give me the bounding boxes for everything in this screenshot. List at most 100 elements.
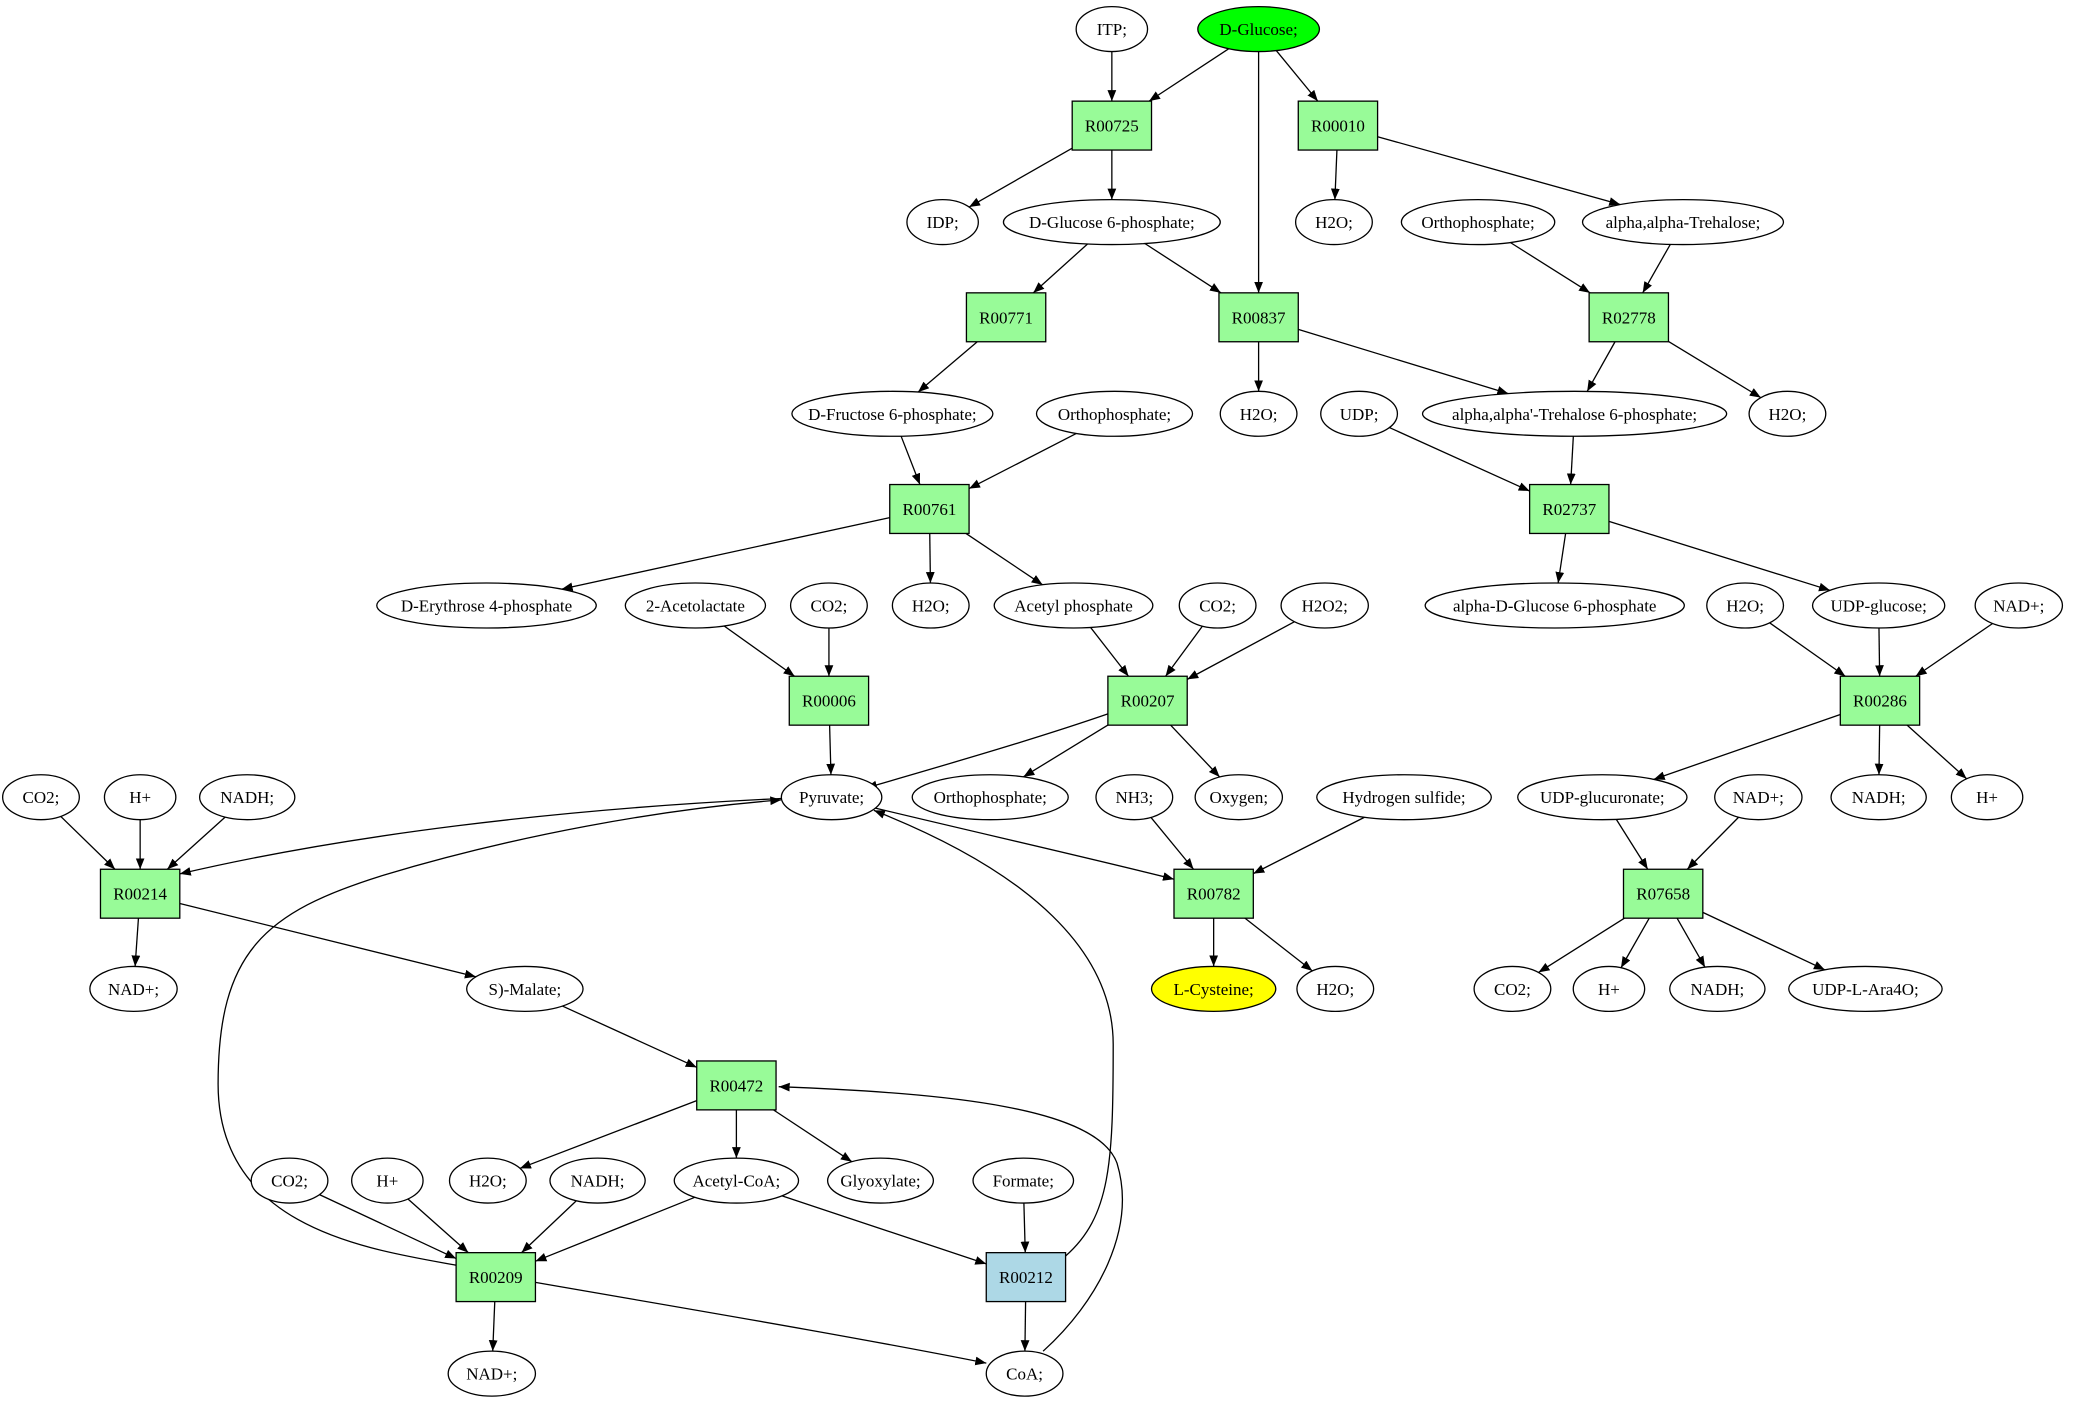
node-label: H2O; [1316,980,1354,999]
compound-node-nadh_b[interactable]: NADH; [1830,774,1927,821]
compound-node-pyr[interactable]: Pyruvate; [780,774,883,821]
compound-node-pi_b[interactable]: Orthophosphate; [1035,390,1194,437]
compound-node-dglc[interactable]: D-Glucose; [1197,5,1321,53]
reaction-node-r02778[interactable]: R02778 [1588,292,1670,343]
compound-node-tre[interactable]: alpha,alpha-Trehalose; [1581,198,1785,246]
node-label: R00010 [1311,117,1365,136]
node-label: H+ [129,788,151,807]
compound-node-h2s[interactable]: Hydrogen sulfide; [1316,774,1492,821]
reaction-node-r00782[interactable]: R00782 [1173,868,1254,919]
compound-node-nadh_d[interactable]: NADH; [549,1157,646,1204]
compound-node-ag6p[interactable]: alpha-D-Glucose 6-phosphate [1424,582,1685,629]
compound-ellipse [351,1157,424,1204]
edge-r00771-f6p [917,341,978,393]
reaction-node-r00212[interactable]: R00212 [985,1252,1067,1303]
compound-node-o2[interactable]: Oxygen; [1194,774,1284,821]
compound-node-hp_c[interactable]: H+ [1572,965,1646,1013]
reaction-node-r00209[interactable]: R00209 [455,1252,537,1303]
reaction-node-r00472[interactable]: R00472 [696,1060,777,1111]
compound-node-nadp_d[interactable]: NAD+; [447,1350,537,1397]
compound-node-pi_c[interactable]: Orthophosphate; [911,774,1069,821]
node-label: ITP; [1097,20,1127,39]
reaction-node-r00214[interactable]: R00214 [99,868,181,919]
compound-node-f6p[interactable]: D-Fructose 6-phosphate; [791,390,994,437]
compound-node-fmt[interactable]: Formate; [972,1157,1075,1204]
compound-node-co2_d[interactable]: CO2; [1473,965,1552,1013]
node-label: R00286 [1853,692,1907,711]
compound-ellipse [89,965,178,1013]
compound-node-nadh_a[interactable]: NADH; [198,774,296,821]
compound-node-g6p[interactable]: D-Glucose 6-phosphate; [1002,198,1221,246]
reaction-node-r00207[interactable]: R00207 [1107,675,1188,726]
node-label: R07658 [1636,885,1690,904]
compound-node-udpgluc[interactable]: UDP-glucuronate; [1517,774,1688,821]
node-label: H2O; [469,1172,507,1191]
compound-node-h2o_f[interactable]: H2O; [1296,965,1375,1013]
reaction-node-r00286[interactable]: R00286 [1839,675,1921,726]
reaction-node-r00837[interactable]: R00837 [1218,292,1299,343]
reaction-node-r00761[interactable]: R00761 [889,483,970,535]
compound-node-nadh_c[interactable]: NADH; [1669,965,1766,1013]
compound-ellipse [791,390,994,437]
reaction-node-r00006[interactable]: R00006 [788,675,870,726]
compound-node-co2_a[interactable]: CO2; [789,582,868,629]
compound-node-h2o_a[interactable]: H2O; [1294,198,1373,246]
compound-node-co2_c[interactable]: CO2; [1,774,80,821]
compound-ellipse [1517,774,1688,821]
compound-node-udpg[interactable]: UDP-glucose; [1811,582,1946,629]
reaction-node-r00010[interactable]: R00010 [1297,100,1379,151]
compound-node-mal[interactable]: S)-Malate; [466,965,584,1013]
compound-ellipse [673,1157,800,1204]
edge-g6p-r00837 [1144,242,1222,294]
compound-ellipse [448,1157,527,1204]
node-label: alpha,alpha-Trehalose; [1606,213,1761,232]
compound-ellipse [1950,774,2024,821]
reaction-box [1297,100,1379,151]
compound-ellipse [466,965,584,1013]
reaction-node-r07658[interactable]: R07658 [1622,868,1704,919]
compound-node-h2o_d[interactable]: H2O; [891,582,970,629]
compound-node-h2o_c[interactable]: H2O; [1748,390,1827,437]
compound-node-pi_a[interactable]: Orthophosphate; [1400,198,1556,246]
compound-node-h2o_g[interactable]: H2O; [448,1157,527,1204]
compound-node-udpara[interactable]: UDP-L-Ara4O; [1788,965,1943,1013]
compound-node-idp[interactable]: IDP; [906,198,979,246]
reaction-node-r00725[interactable]: R00725 [1071,100,1153,151]
compound-node-glx[interactable]: Glyoxylate; [826,1157,935,1204]
compound-node-itp[interactable]: ITP; [1075,5,1149,53]
node-label: CO2; [23,788,60,807]
compound-node-udp[interactable]: UDP; [1320,390,1399,437]
compound-node-acp[interactable]: Acetyl phosphate [993,582,1154,629]
compound-node-t6p[interactable]: alpha,alpha'-Trehalose 6-phosphate; [1421,390,1728,437]
reaction-node-r00771[interactable]: R00771 [965,292,1047,343]
compound-ellipse [1194,774,1284,821]
compound-node-e4p[interactable]: D-Erythrose 4-phosphate [376,582,597,629]
edge-r00212-pyruvate [873,809,1114,1257]
node-label: IDP; [927,213,959,232]
compound-node-nadp_c[interactable]: NAD+; [89,965,178,1013]
compound-node-co2_b[interactable]: CO2; [1178,582,1257,629]
node-label: NAD+; [1733,788,1784,807]
compound-node-cys[interactable]: L-Cysteine; [1150,965,1277,1013]
edge-r00286-nadh_b [1874,725,1884,775]
compound-node-co2_e[interactable]: CO2; [250,1157,329,1204]
compound-node-hp_d[interactable]: H+ [351,1157,424,1204]
compound-node-hp_a[interactable]: H+ [103,774,177,821]
compound-node-h2o_b[interactable]: H2O; [1219,390,1298,437]
compound-node-nh3[interactable]: NH3; [1095,774,1174,821]
compound-node-hp_b[interactable]: H+ [1950,774,2024,821]
compound-ellipse [1714,774,1803,821]
compound-node-acl[interactable]: 2-Acetolactate [624,582,767,629]
compound-node-h2o2[interactable]: H2O2; [1280,582,1369,629]
compound-node-nadp_a[interactable]: NAD+; [1974,582,2064,629]
reaction-node-r02737[interactable]: R02737 [1528,483,1610,535]
reaction-box [1173,868,1254,919]
compound-node-coa[interactable]: CoA; [985,1350,1064,1397]
compound-node-h2o_e[interactable]: H2O; [1706,582,1785,629]
edge-r00207-o2 [1170,724,1221,778]
compound-node-accoa[interactable]: Acetyl-CoA; [673,1157,800,1204]
edge-r07658-nadh_c [1676,917,1706,968]
node-label: R00782 [1187,885,1241,904]
node-label: Hydrogen sulfide; [1342,788,1465,807]
compound-node-nadp_b[interactable]: NAD+; [1714,774,1803,821]
